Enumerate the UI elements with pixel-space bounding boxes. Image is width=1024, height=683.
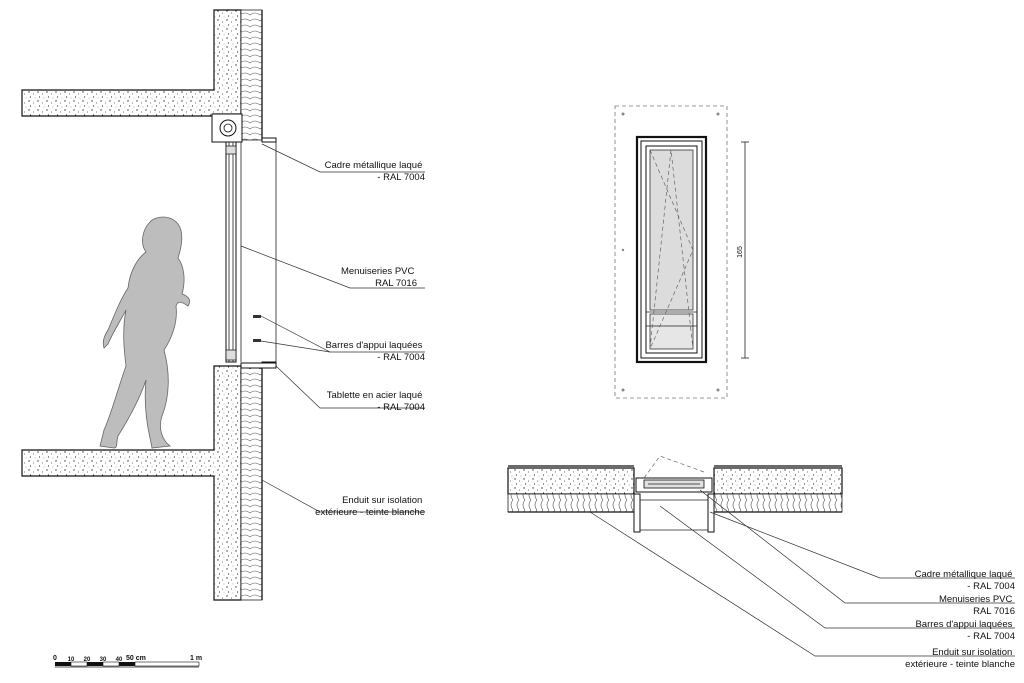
- scale-tick-0: 0: [53, 655, 57, 662]
- plan-insulation-left: [507, 493, 635, 513]
- upper-insulation: [240, 9, 263, 141]
- window-elevation: 165: [614, 105, 749, 399]
- scale-tick-30: 30: [100, 657, 107, 663]
- plan-insulation-right: [713, 493, 843, 513]
- scale-tick-20: 20: [84, 657, 91, 663]
- section-label-render: Enduit sur isolation extérieure - teinte…: [315, 495, 425, 518]
- section-label-frame: Cadre métallique laqué - RAL 7004: [325, 160, 425, 183]
- scale-tick-10: 10: [68, 657, 75, 663]
- support-bars: [253, 315, 261, 342]
- upper-slab: [21, 9, 242, 117]
- elevation-dimension: 165: [737, 246, 744, 258]
- window-section: [225, 141, 242, 363]
- scale-tick-40: 40: [116, 657, 123, 663]
- scale-tick-50cm: 50 cm: [126, 655, 146, 662]
- steel-sill: [240, 362, 277, 369]
- plan-label-bars: Barres d'appui laquées - RAL 7004: [915, 619, 1015, 642]
- scale-tick-1m: 1 m: [190, 655, 202, 662]
- plan-label-frame: Cadre métallique laqué - RAL 7004: [915, 569, 1015, 592]
- scale-bar: 0 10 20 30 40 50 cm 1 m: [53, 655, 202, 668]
- plan-leaders: [589, 489, 1015, 657]
- roller-shutter-box: [211, 113, 243, 143]
- human-silhouette: [99, 216, 190, 449]
- plan-wall-right: [713, 467, 843, 495]
- section-label-bars: Barres d'appui laquées - RAL 7004: [325, 340, 425, 363]
- vertical-section: Cadre métallique laqué - RAL 7004 Menuis…: [21, 9, 425, 601]
- plan-wall-left: [507, 467, 635, 495]
- section-label-sill: Tablette en acier laqué - RAL 7004: [327, 390, 425, 413]
- plan-label-pvc: Menuiseries PVC RAL 7016: [939, 594, 1015, 617]
- lower-insulation: [240, 365, 263, 601]
- section-label-pvc: Menuiseries PVC RAL 7016: [341, 266, 417, 289]
- metal-frame: [261, 137, 277, 367]
- horizontal-section: Cadre métallique laqué - RAL 7004 Menuis…: [507, 455, 1015, 670]
- plan-label-render: Enduit sur isolation extérieure - teinte…: [905, 647, 1015, 670]
- section-leaders: [240, 143, 425, 513]
